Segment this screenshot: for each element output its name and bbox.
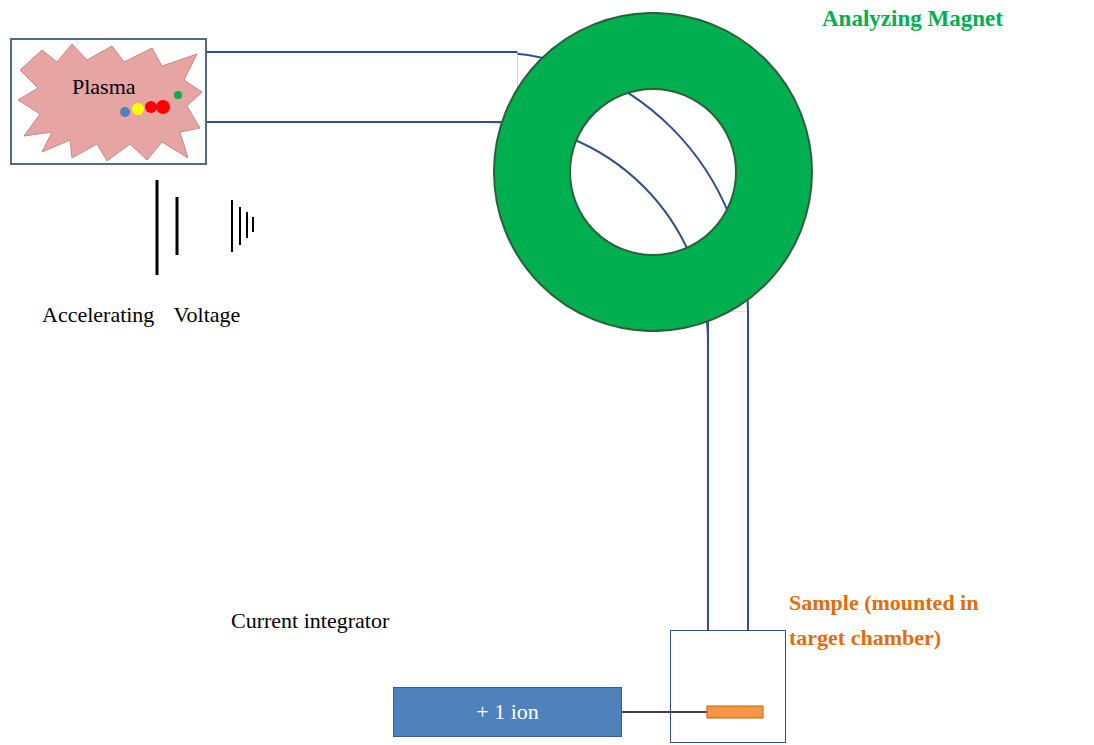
plasma-label: Plasma: [72, 74, 136, 99]
integrator-label: Current integrator: [231, 608, 389, 633]
current-integrator: Current integrator+ 1 ion: [393, 687, 622, 737]
ion-dot: [120, 107, 130, 117]
sample-lead: [671, 711, 707, 713]
tube-bore: [207, 53, 517, 121]
battery-plate: [156, 180, 159, 275]
voltage-label: Accelerating Voltage: [42, 302, 240, 328]
magnet-label: Analyzing Magnet: [822, 6, 1003, 32]
target-chamber: Sample (mounted in target chamber): [670, 630, 786, 743]
analyzing-magnet: Analyzing Magnet: [493, 12, 813, 332]
battery-symbol: [157, 180, 253, 275]
ion-source-box: Plasma: [10, 38, 207, 165]
wire-line: [622, 711, 670, 713]
sample-label: Sample (mounted in target chamber): [789, 585, 1039, 655]
plasma-illustration: [12, 40, 205, 163]
magnet-ring: [493, 12, 813, 332]
ion-dot: [145, 101, 157, 113]
battery-plate: [239, 207, 241, 245]
tube-wall: [207, 51, 517, 123]
ion-dot: [132, 103, 144, 115]
magnet-yoke: [494, 13, 812, 331]
tube-bore: [709, 311, 747, 630]
ion-count: + 1 ion: [466, 699, 549, 724]
battery-plate: [252, 217, 254, 232]
ion-dot: [174, 91, 182, 99]
battery-plate: [246, 212, 248, 238]
tube-wall: [707, 311, 749, 630]
signal-wire: [622, 712, 670, 713]
beam-tube: [207, 87, 517, 88]
battery-plate: [176, 197, 179, 255]
ion-dot: [156, 100, 170, 114]
plasma-cloud: [18, 44, 202, 161]
beam-tube: [728, 311, 729, 630]
battery-plate: [231, 200, 233, 252]
sample: [707, 706, 763, 718]
chamber-interior: [671, 631, 784, 741]
